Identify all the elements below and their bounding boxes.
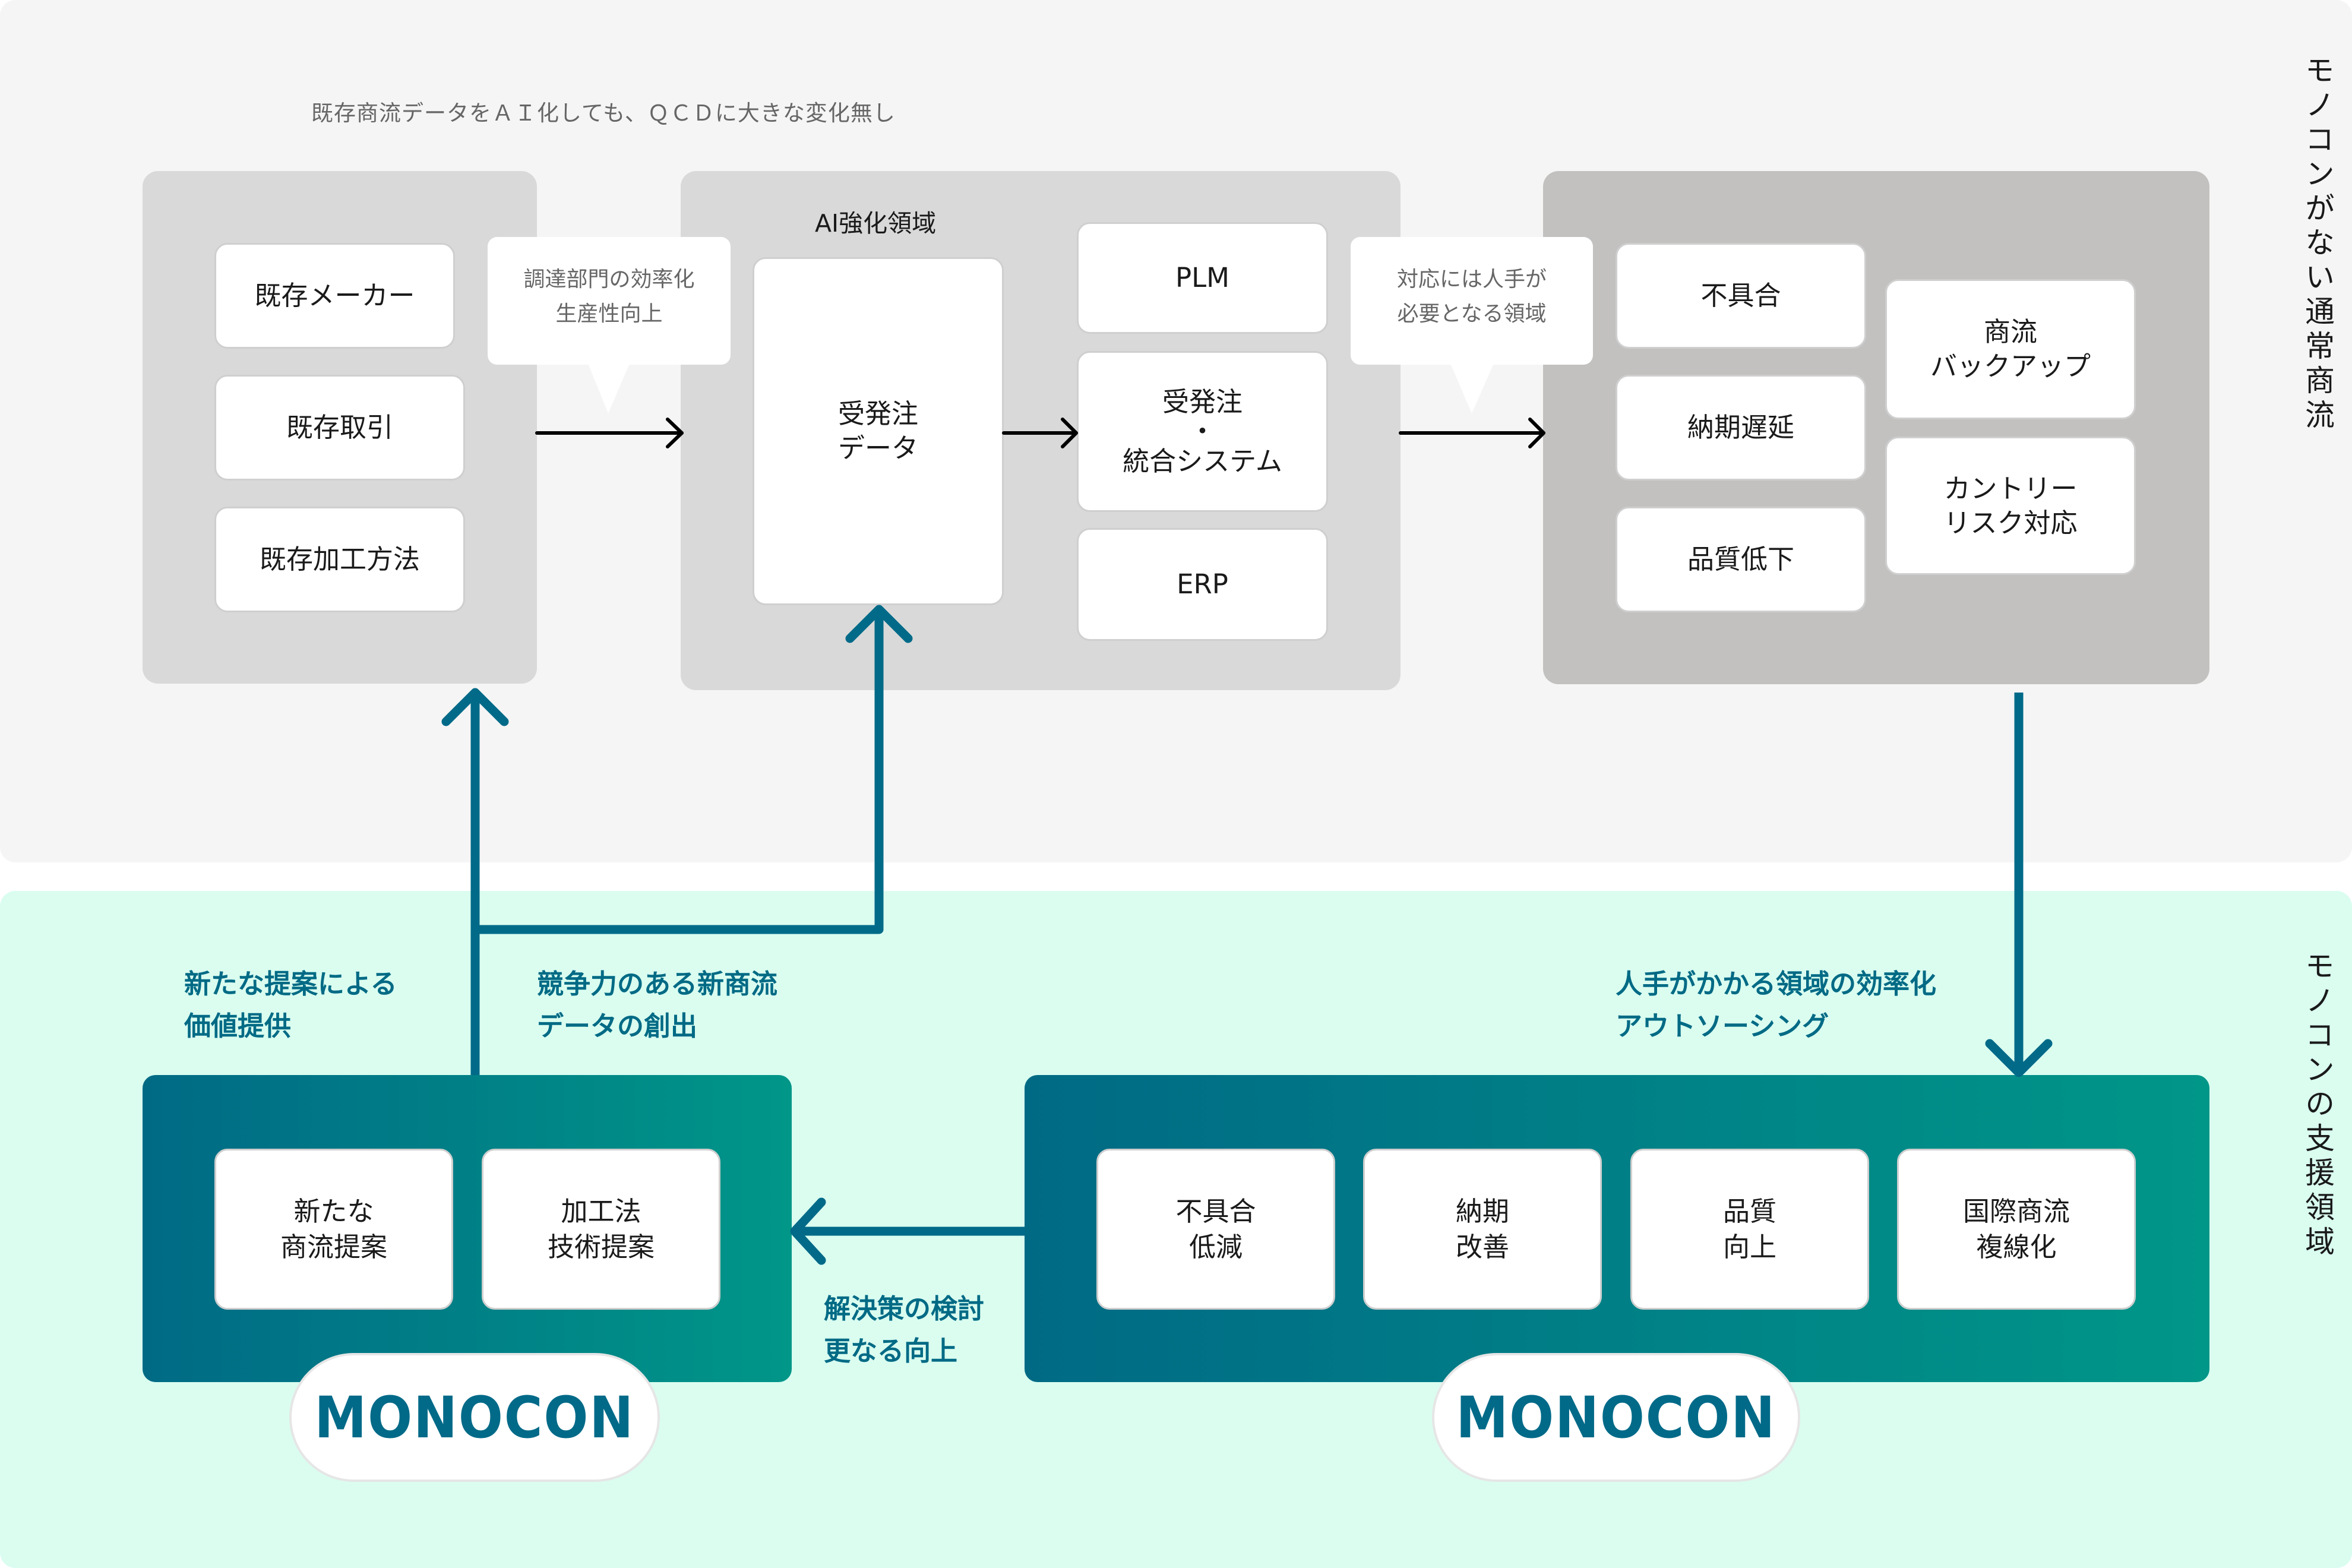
monocon-logo-badge: MONOCON <box>289 1353 660 1482</box>
side-label-normal: モノコンがない通常商流 <box>2300 55 2335 434</box>
ai-group-label: AI強化領域 <box>815 209 937 238</box>
card-new-commerce-proposal: 新たな 商流提案 <box>214 1149 453 1310</box>
card-erp: ERP <box>1077 528 1328 641</box>
card-existing-transaction: 既存取引 <box>214 375 465 480</box>
card-delivery-improvement: 納期 改善 <box>1363 1149 1602 1310</box>
card-defects: 不具合 <box>1616 243 1866 349</box>
bubble-manual-work: 対応には人手が 必要となる領域 <box>1351 237 1593 365</box>
card-order-system: 受発注 ・ 統合システム <box>1077 351 1328 512</box>
bubble-procurement: 調達部門の効率化 生産性向上 <box>488 237 731 365</box>
card-processing-tech-proposal: 加工法 技術提案 <box>482 1149 720 1310</box>
monocon-logo: MONOCON <box>314 1384 635 1451</box>
card-existing-processing: 既存加工方法 <box>214 507 465 612</box>
monocon-logo-badge-2: MONOCON <box>1432 1353 1800 1482</box>
card-country-risk: カントリー リスク対応 <box>1885 437 2136 575</box>
card-plm: PLM <box>1077 222 1328 334</box>
card-quality-improvement: 品質 向上 <box>1630 1149 1869 1310</box>
card-delivery-delay: 納期遅延 <box>1616 375 1866 480</box>
ai-note: 既存商流データをＡＩ化しても、ＱＣＤに大きな変化無し <box>311 100 896 126</box>
label-improvement: 解決策の検討 更なる向上 <box>824 1293 985 1367</box>
label-value-proposal: 新たな提案による 価値提供 <box>184 968 397 1042</box>
card-commerce-backup: 商流 バックアップ <box>1885 279 2136 419</box>
card-existing-maker: 既存メーカー <box>214 243 455 349</box>
label-new-data: 競争力のある新商流 データの創出 <box>537 968 778 1042</box>
label-outsourcing: 人手がかかる領域の効率化 アウトソーシング <box>1616 968 1937 1042</box>
card-defect-reduction: 不具合 低減 <box>1096 1149 1335 1310</box>
card-quality-decline: 品質低下 <box>1616 507 1866 612</box>
card-international-multiline: 国際商流 複線化 <box>1897 1149 2136 1310</box>
card-order-data: 受発注 データ <box>753 257 1004 605</box>
side-label-support: モノコンの支援領域 <box>2300 950 2335 1260</box>
monocon-logo-2: MONOCON <box>1456 1384 1776 1451</box>
